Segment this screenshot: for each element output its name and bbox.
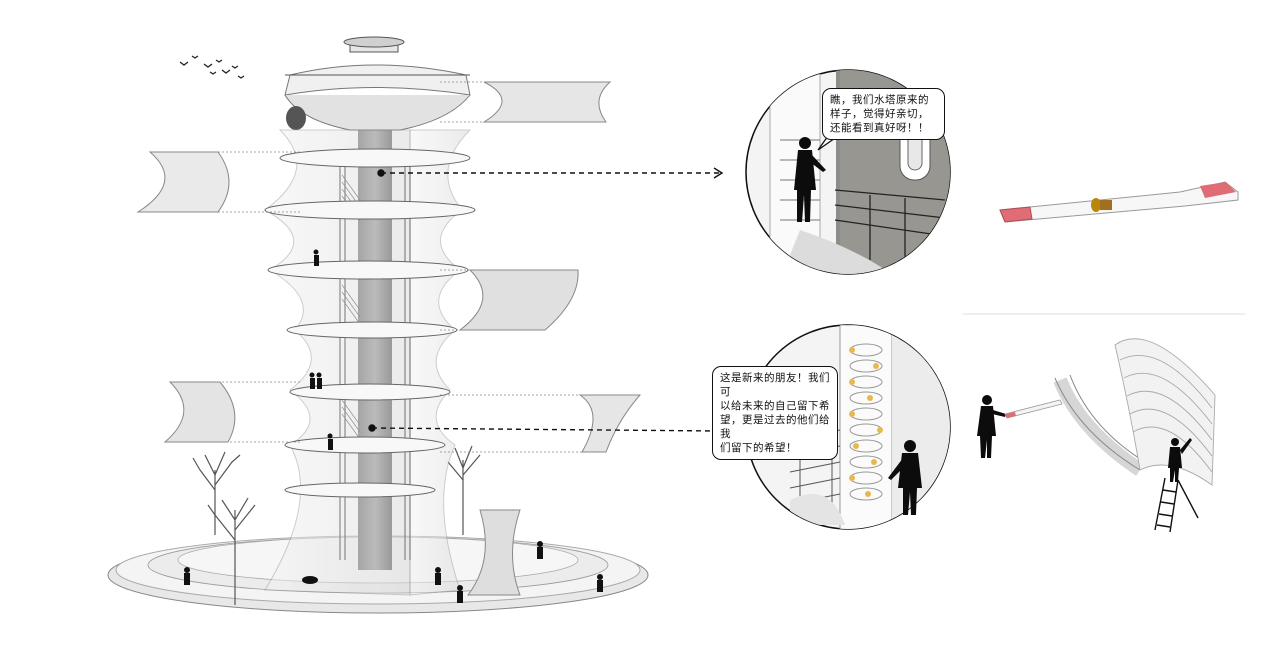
person-silhouette-icon bbox=[888, 440, 922, 515]
person-silhouette-icon bbox=[794, 137, 826, 222]
person-silhouette-icon bbox=[977, 395, 1006, 458]
person-silhouette-icon bbox=[184, 249, 603, 603]
floor-slabs bbox=[264, 148, 476, 498]
ladder-icon bbox=[1154, 477, 1199, 533]
bird-flock-icon bbox=[179, 55, 245, 79]
detached-membranes bbox=[136, 81, 642, 596]
water-tank-top bbox=[284, 36, 471, 131]
leader-lines-light bbox=[190, 81, 590, 453]
time-capsule-bottle bbox=[999, 181, 1239, 223]
callout-arrows bbox=[368, 167, 724, 437]
speech-bubble-top: 瞧，我们水塔原来的 样子，觉得好亲切， 还能看到真好呀！！ bbox=[822, 88, 945, 140]
person-silhouette-icon bbox=[1168, 438, 1192, 482]
speech-bubble-bottom: 这是新来的朋友！我们可 以给未来的自己留下希 望，更是过去的他们给我 们留下的希… bbox=[712, 366, 838, 460]
tower-membrane bbox=[264, 129, 472, 596]
installation-scene bbox=[977, 338, 1216, 533]
tree-icon bbox=[192, 445, 481, 605]
